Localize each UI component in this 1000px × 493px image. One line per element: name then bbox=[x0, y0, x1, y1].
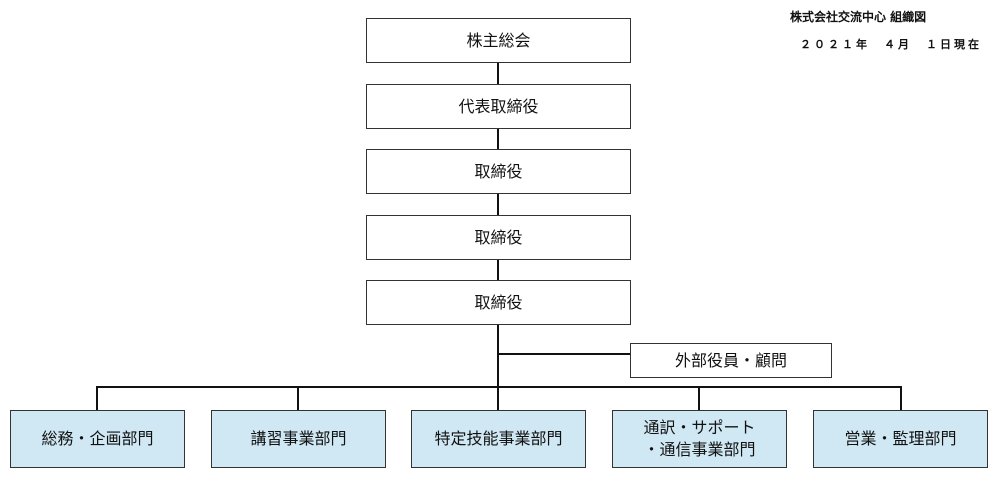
dept-label: 特定技能事業部門 bbox=[434, 429, 563, 448]
dept-interpretation-support: 通訳・サポート ・通信事業部門 bbox=[612, 410, 787, 468]
node-director-3: 取締役 bbox=[366, 280, 631, 325]
dept-training: 講習事業部門 bbox=[211, 410, 386, 468]
node-external-advisor: 外部役員・顧問 bbox=[630, 343, 832, 378]
dept-sales-supervision: 営業・監理部門 bbox=[813, 410, 988, 468]
node-representative-director: 代表取締役 bbox=[366, 84, 631, 129]
dept-specified-skills: 特定技能事業部門 bbox=[411, 410, 586, 468]
as-of-date: ２０２１年 ４月 １日現在 bbox=[800, 38, 982, 51]
dept-general-planning: 総務・企画部門 bbox=[10, 410, 185, 468]
dept-label: 講習事業部門 bbox=[250, 429, 347, 448]
dept-label-line2: ・通信事業部門 bbox=[643, 440, 756, 459]
node-director-1: 取締役 bbox=[366, 149, 631, 194]
dept-label: 総務・企画部門 bbox=[41, 429, 154, 448]
node-director-2: 取締役 bbox=[366, 215, 631, 260]
node-shareholders-meeting: 株主総会 bbox=[366, 18, 631, 63]
chart-title: 株式会社交流中心 組織図 bbox=[790, 10, 927, 24]
dept-label-line1: 通訳・サポート bbox=[643, 418, 756, 437]
dept-label: 営業・監理部門 bbox=[844, 429, 957, 448]
